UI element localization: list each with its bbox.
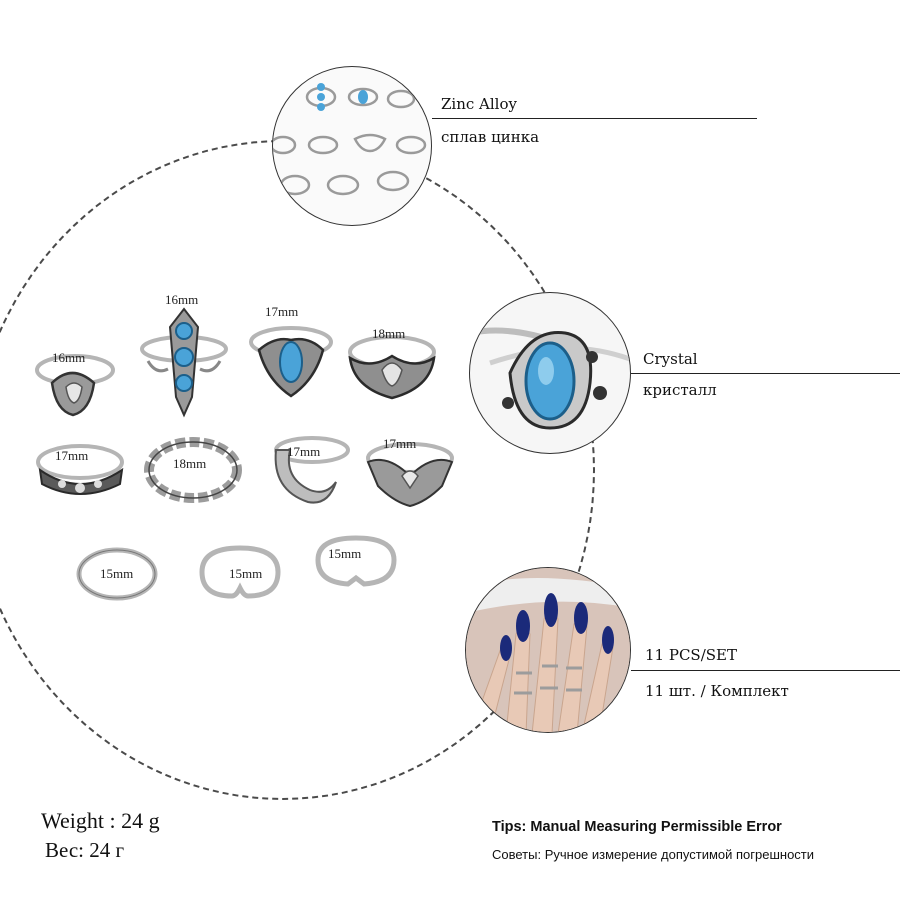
ring-3-size: 17mm — [265, 304, 299, 319]
count-label-en: 11 PCS/SET — [645, 646, 737, 664]
crystal-closeup-image — [470, 327, 630, 430]
ring-1-teardrop-image — [35, 354, 115, 417]
stone-label-en: Crystal — [643, 350, 698, 368]
ring-set-mini-image — [273, 83, 427, 196]
ring-9-size: 15mm — [100, 566, 134, 581]
stone-divider — [631, 373, 900, 374]
ring-6-flower-band-image — [144, 437, 242, 503]
ring-1-size: 16mm — [52, 350, 86, 365]
material-label-en: Zinc Alloy — [441, 95, 517, 113]
hand-model-thumbnail — [465, 567, 631, 733]
weight-label-ru: Вес: 24 г — [45, 838, 125, 862]
ring-4-lotus-image — [348, 335, 436, 400]
ring-7-moon-image — [274, 436, 350, 504]
ring-2-triple-stone-image — [140, 307, 228, 418]
ring-9-plain-band-image — [76, 547, 158, 601]
ring-7-size: 17mm — [287, 444, 321, 459]
count-divider — [631, 670, 900, 671]
ring-5-size: 17mm — [55, 448, 89, 463]
tips-label-ru: Советы: Ручное измерение допустимой погр… — [492, 847, 815, 862]
material-divider — [432, 118, 757, 119]
ring-11-size: 15mm — [328, 546, 362, 561]
tips-label-en: Tips: Manual Measuring Permissible Error — [492, 819, 782, 835]
ring-2-size: 16mm — [165, 292, 199, 307]
ring-10-v-band-image — [199, 545, 281, 599]
ring-8-heart-crown-image — [366, 442, 454, 508]
ring-6-size: 18mm — [173, 456, 207, 471]
stone-label-ru: кристалл — [643, 381, 717, 399]
ring-10-size: 15mm — [229, 566, 263, 581]
crystal-thumbnail — [469, 292, 631, 454]
hand-wearing-rings-image — [466, 568, 630, 732]
ring-8-size: 17mm — [383, 436, 417, 451]
ring-4-size: 18mm — [372, 326, 406, 341]
ring-5-vintage-image — [36, 444, 124, 495]
material-label-ru: сплав цинка — [441, 128, 540, 146]
ring-3-crystal-image — [249, 326, 333, 398]
weight-label-en: Weight : 24 g — [41, 808, 160, 833]
zinc-alloy-thumbnail — [272, 66, 432, 226]
count-label-ru: 11 шт. / Комплект — [645, 682, 789, 700]
ring-11-chevron-band-image — [315, 535, 397, 587]
